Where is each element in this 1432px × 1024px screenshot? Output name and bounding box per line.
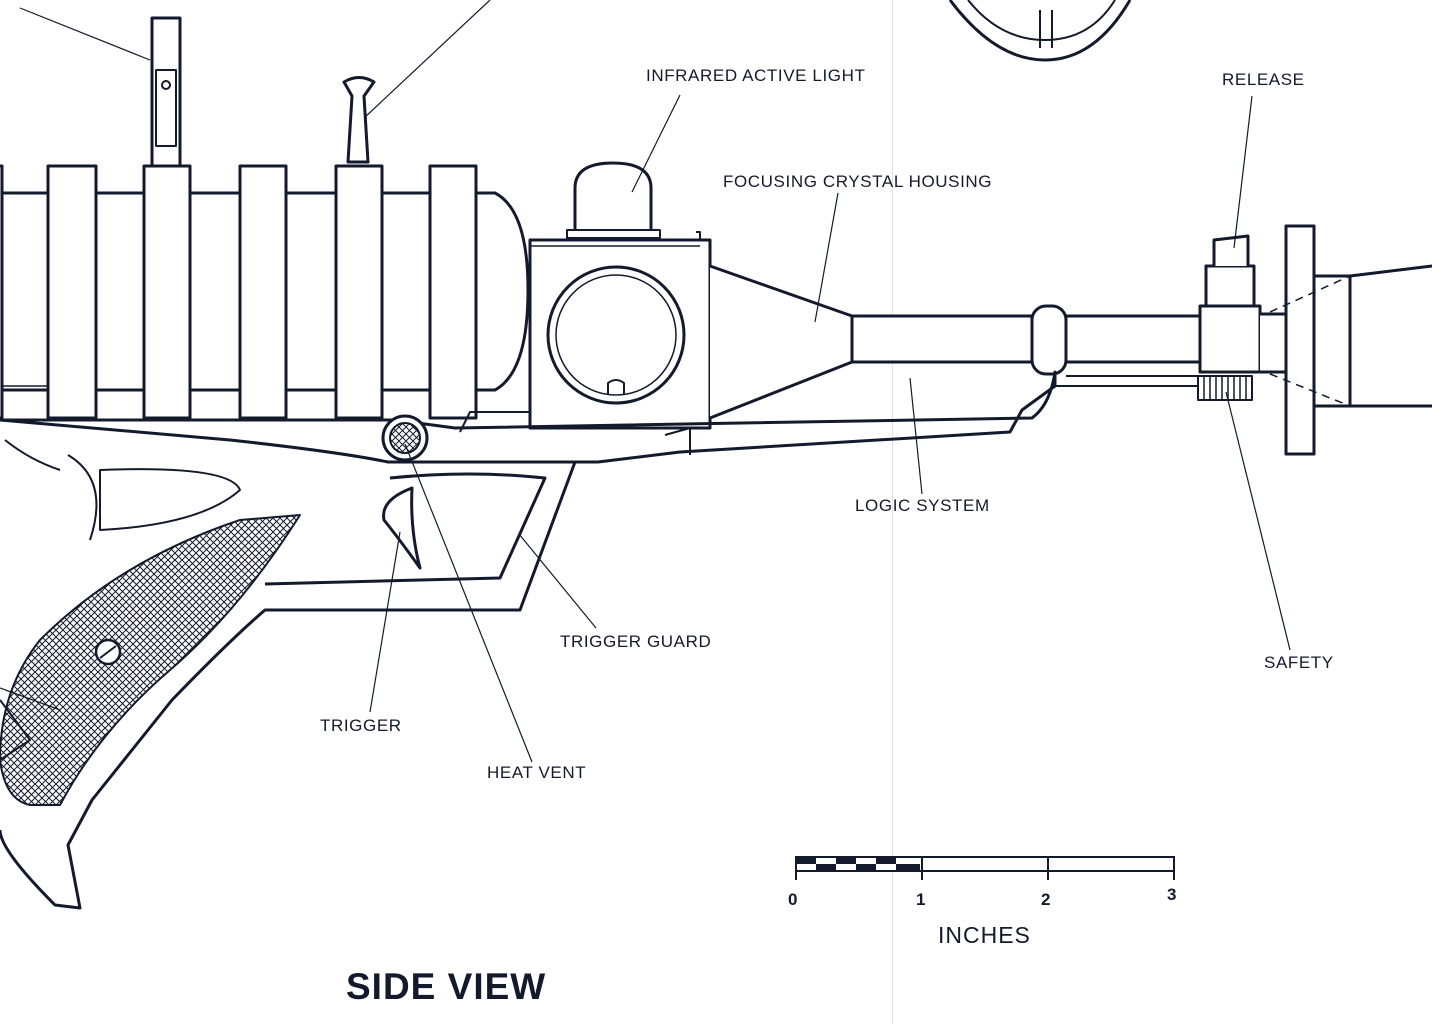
muzzle-flange — [1260, 224, 1432, 456]
safety-knurl — [1197, 375, 1253, 401]
release-label: RELEASE — [1222, 70, 1305, 89]
trigger-guard-label: TRIGGER GUARD — [560, 632, 712, 651]
trigger-guard-shape — [264, 472, 547, 586]
top-view-eyepiece — [948, 0, 1132, 62]
scale-units-label: INCHES — [938, 922, 1031, 948]
safety-label: SAFETY — [1264, 653, 1334, 672]
front-sight — [342, 76, 376, 164]
focusing-crystal-housing — [528, 231, 712, 430]
scale-tick-1: 1 — [916, 890, 926, 909]
scale-bar — [795, 856, 1175, 880]
page-fold-line — [892, 0, 893, 1024]
logic-system-label: LOGIC SYSTEM — [855, 496, 990, 515]
focusing-crystal-housing-label: FOCUSING CRYSTAL HOUSING — [723, 172, 993, 191]
grip-checkering — [0, 514, 301, 806]
scale-tick-0: 0 — [788, 890, 798, 909]
trigger-label: TRIGGER — [320, 716, 402, 735]
front-tube — [850, 304, 1202, 387]
heat-vent — [381, 414, 429, 462]
heat-vent-label: HEAT VENT — [487, 763, 587, 782]
trigger-shape — [382, 486, 422, 570]
rear-sight — [150, 16, 182, 168]
release-block — [1198, 234, 1262, 374]
cone-section — [709, 264, 854, 420]
barrel-cooling-fins — [0, 164, 478, 420]
callout-leader-lines — [0, 0, 1291, 763]
frame — [0, 370, 1057, 464]
infrared-active-light — [566, 161, 661, 239]
scale-tick-2: 2 — [1041, 890, 1051, 909]
view-title: SIDE VIEW — [346, 966, 547, 1007]
scale-tick-3: 3 — [1167, 885, 1177, 904]
infrared-active-light-label: INFRARED ACTIVE LIGHT — [646, 66, 866, 85]
